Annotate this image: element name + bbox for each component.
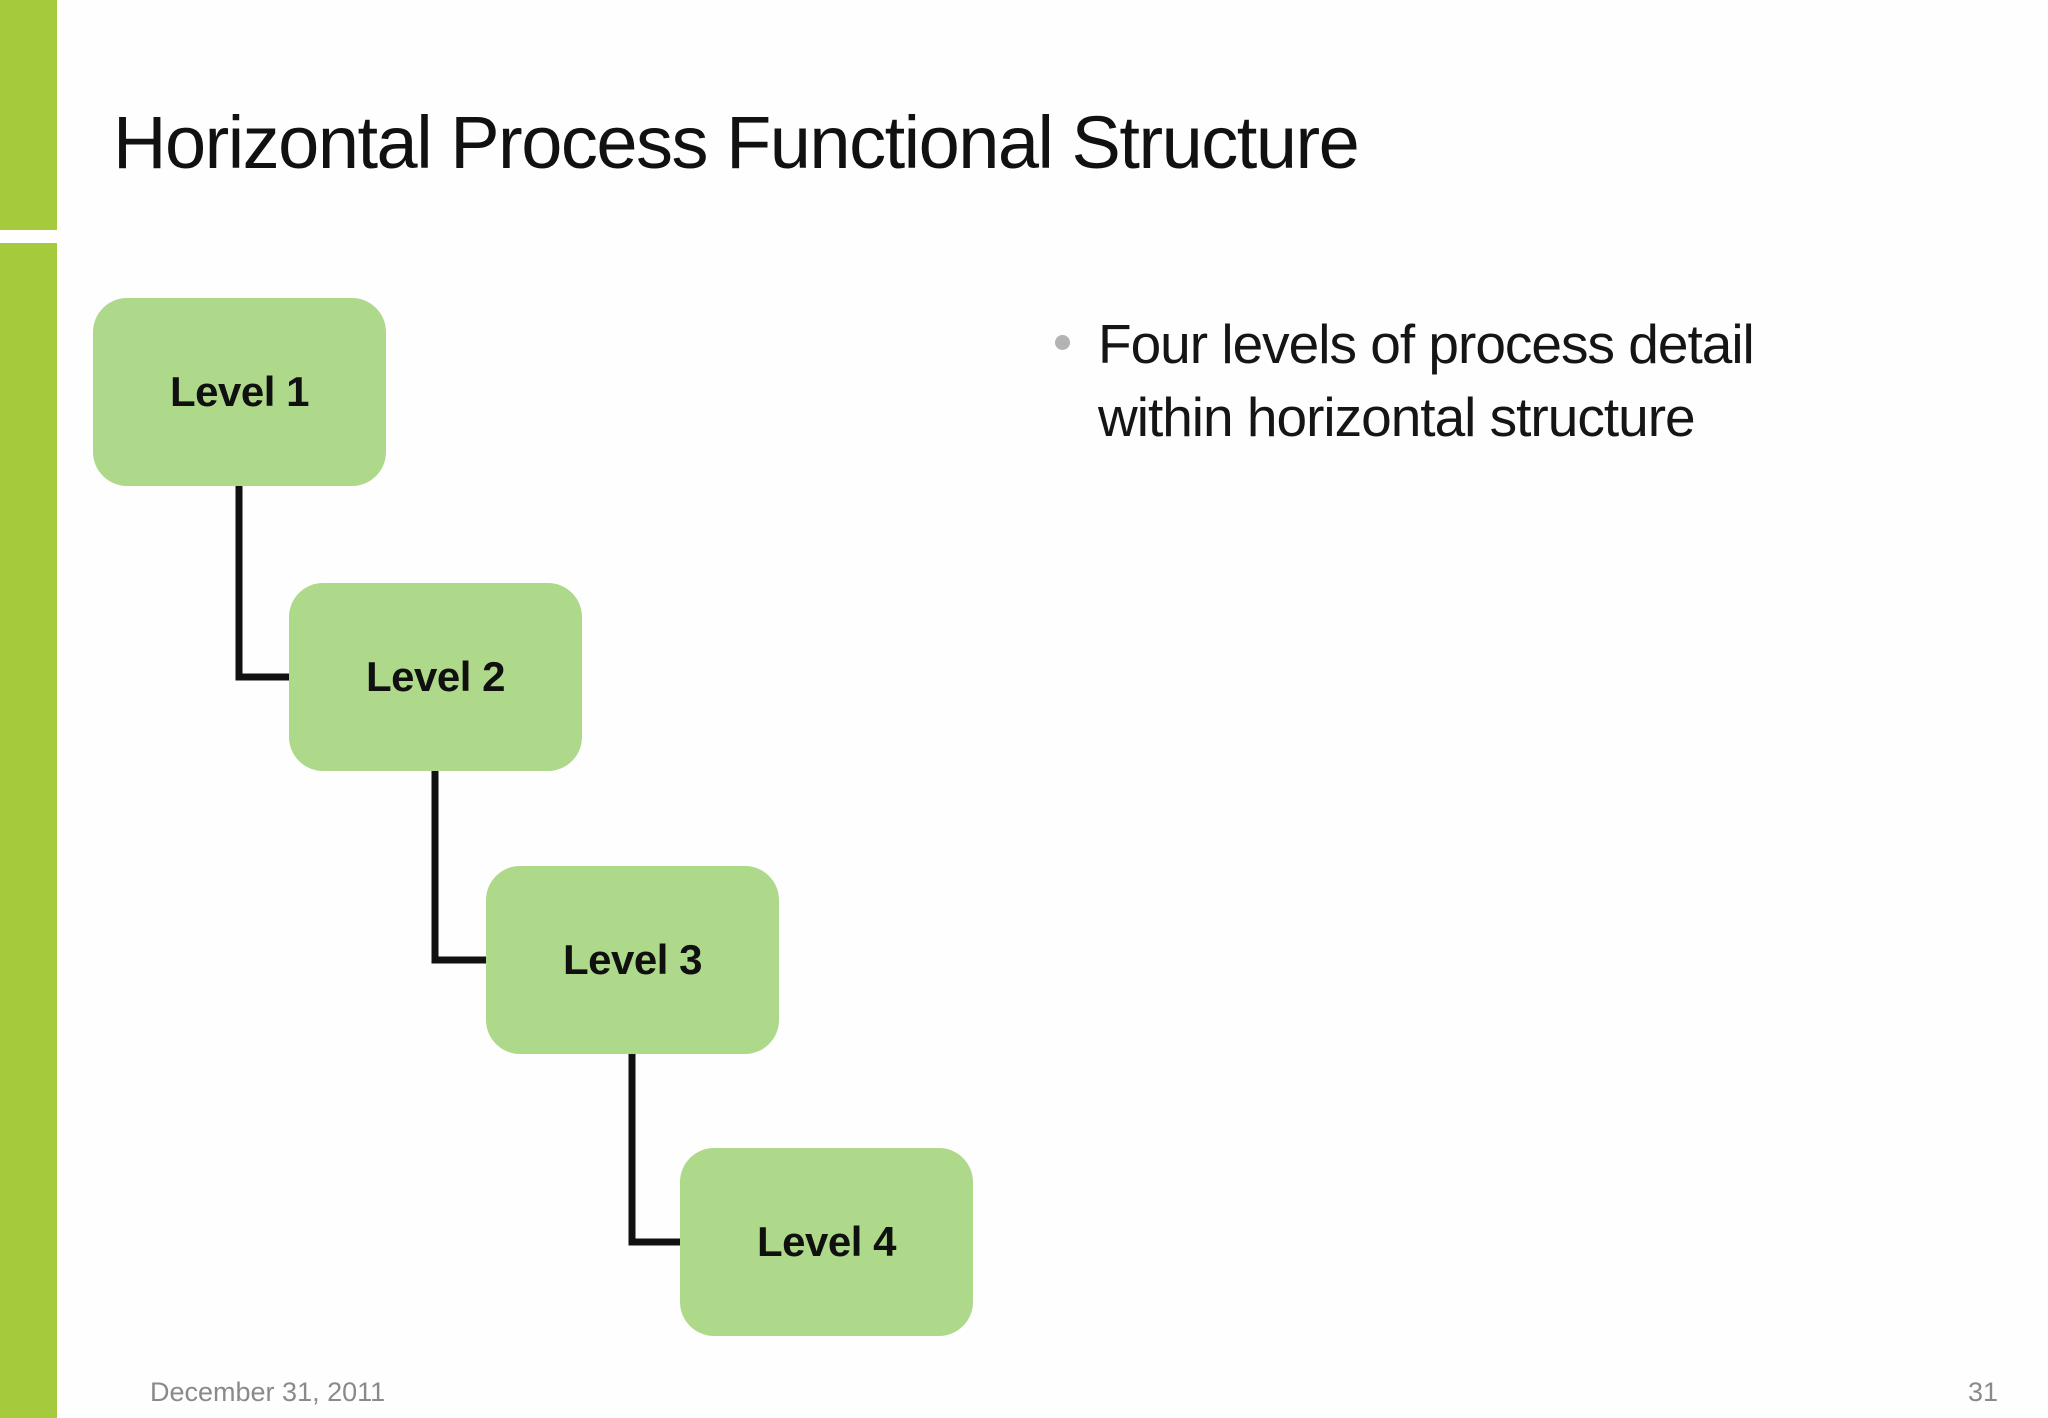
connector-level3-level4 [628, 1054, 680, 1246]
level-1-box: Level 1 [93, 298, 386, 486]
level-1-label: Level 1 [170, 368, 309, 415]
level-3-label: Level 3 [563, 936, 702, 983]
level-4-label: Level 4 [757, 1218, 896, 1265]
bullet-item: Four levels of process detail within hor… [1055, 308, 1868, 454]
connector-level2-level3 [431, 771, 486, 964]
page-number: 31 [1967, 1377, 1998, 1407]
accent-bar-top-segment [0, 0, 57, 230]
accent-bar-bottom-segment [0, 243, 57, 1418]
bullet-text: Four levels of process detail within hor… [1098, 313, 1755, 448]
level-4-box: Level 4 [680, 1148, 973, 1336]
level-2-box: Level 2 [289, 583, 582, 771]
connector-level1-level2 [235, 486, 289, 681]
bullet-dot-icon [1055, 335, 1070, 350]
level-3-box: Level 3 [486, 866, 779, 1054]
level-2-label: Level 2 [366, 653, 505, 700]
slide-title: Horizontal Process Functional Structure [113, 101, 1360, 184]
footer-date: December 31, 2011 [150, 1377, 386, 1407]
